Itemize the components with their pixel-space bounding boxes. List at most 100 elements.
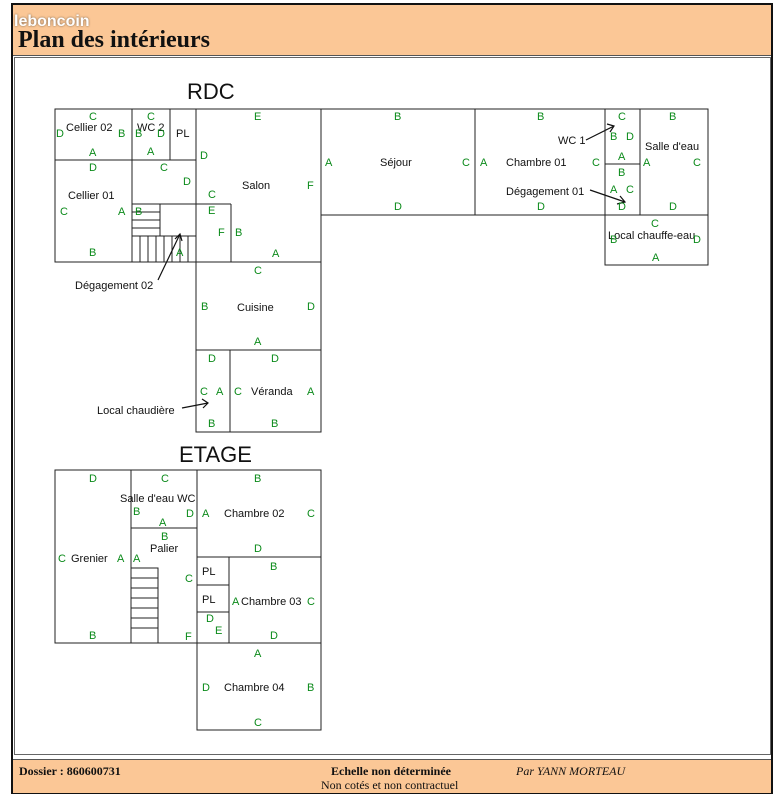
section-title-rdc: RDC bbox=[187, 79, 235, 104]
svg-text:D: D bbox=[537, 201, 545, 213]
svg-text:F: F bbox=[185, 631, 192, 643]
svg-text:A: A bbox=[618, 151, 626, 163]
room-cellier-01: Cellier 01 bbox=[68, 190, 114, 202]
svg-text:A: A bbox=[118, 206, 126, 218]
svg-text:B: B bbox=[135, 128, 142, 140]
svg-text:A: A bbox=[254, 336, 262, 348]
svg-text:D: D bbox=[89, 473, 97, 485]
svg-text:B: B bbox=[394, 111, 401, 123]
svg-text:C: C bbox=[208, 189, 216, 201]
svg-text:B: B bbox=[135, 206, 142, 218]
svg-text:A: A bbox=[133, 553, 141, 565]
room-chambre-02: Chambre 02 bbox=[224, 508, 285, 520]
svg-text:C: C bbox=[693, 157, 701, 169]
svg-text:A: A bbox=[232, 596, 240, 608]
svg-text:B: B bbox=[537, 111, 544, 123]
svg-text:D: D bbox=[271, 353, 279, 365]
svg-text:A: A bbox=[117, 553, 125, 565]
page-title: Plan des intérieurs bbox=[18, 27, 210, 53]
svg-text:B: B bbox=[133, 506, 140, 518]
room-degagement-02: Dégagement 02 bbox=[75, 280, 153, 292]
svg-text:C: C bbox=[651, 218, 659, 230]
room-wc-1: WC 1 bbox=[558, 135, 586, 147]
svg-text:B: B bbox=[610, 131, 617, 143]
svg-text:B: B bbox=[208, 418, 215, 430]
svg-text:B: B bbox=[89, 630, 96, 642]
svg-text:A: A bbox=[307, 386, 315, 398]
watermark: leboncoin bbox=[14, 13, 90, 30]
svg-text:D: D bbox=[157, 128, 165, 140]
svg-text:C: C bbox=[58, 553, 66, 565]
svg-text:C: C bbox=[160, 162, 168, 174]
svg-text:C: C bbox=[626, 184, 634, 196]
svg-text:C: C bbox=[161, 473, 169, 485]
dossier-label: Dossier : 860600731 bbox=[19, 764, 121, 778]
svg-text:D: D bbox=[254, 543, 262, 555]
room-salon: Salon bbox=[242, 180, 270, 192]
svg-text:D: D bbox=[200, 150, 208, 162]
svg-text:C: C bbox=[592, 157, 600, 169]
svg-text:B: B bbox=[201, 301, 208, 313]
svg-text:A: A bbox=[147, 146, 155, 158]
scale-note: Echelle non déterminée bbox=[331, 764, 451, 778]
room-pl-b: PL bbox=[202, 594, 215, 606]
svg-text:C: C bbox=[307, 596, 315, 608]
page-frame bbox=[11, 3, 773, 794]
rdc-pointer-arrows bbox=[157, 123, 627, 409]
room-salle-eau: Salle d'eau bbox=[645, 141, 699, 153]
room-chambre-01: Chambre 01 bbox=[506, 157, 567, 169]
svg-text:D: D bbox=[183, 176, 191, 188]
room-cellier-02: Cellier 02 bbox=[66, 122, 112, 134]
svg-text:B: B bbox=[271, 418, 278, 430]
svg-text:C: C bbox=[60, 206, 68, 218]
room-wc-2: WC 2 bbox=[137, 122, 165, 134]
svg-text:B: B bbox=[235, 227, 242, 239]
room-veranda: Véranda bbox=[251, 386, 293, 398]
svg-text:F: F bbox=[218, 227, 225, 239]
section-title-etage: ETAGE bbox=[179, 442, 252, 467]
room-cuisine: Cuisine bbox=[237, 302, 274, 314]
svg-text:C: C bbox=[307, 508, 315, 520]
svg-text:A: A bbox=[643, 157, 651, 169]
disclaimer-note: Non cotés et non contractuel bbox=[321, 778, 459, 792]
etage-staircase bbox=[130, 567, 159, 644]
svg-text:D: D bbox=[693, 234, 701, 246]
room-pl-rdc: PL bbox=[176, 128, 189, 140]
svg-text:A: A bbox=[325, 157, 333, 169]
room-chambre-03: Chambre 03 bbox=[241, 596, 302, 608]
rdc-staircase bbox=[131, 203, 197, 263]
svg-text:A: A bbox=[216, 386, 224, 398]
svg-text:E: E bbox=[208, 205, 215, 217]
svg-text:E: E bbox=[254, 111, 261, 123]
header-bar: Plan des intérieurs bbox=[13, 5, 771, 56]
svg-text:A: A bbox=[89, 147, 97, 159]
svg-text:B: B bbox=[618, 167, 625, 179]
svg-text:F: F bbox=[307, 180, 314, 192]
svg-text:C: C bbox=[200, 386, 208, 398]
svg-text:D: D bbox=[186, 508, 194, 520]
room-palier: Palier bbox=[150, 543, 178, 555]
svg-text:A: A bbox=[272, 248, 280, 260]
svg-text:D: D bbox=[206, 613, 214, 625]
svg-text:E: E bbox=[215, 625, 222, 637]
svg-text:D: D bbox=[626, 131, 634, 143]
svg-text:B: B bbox=[307, 682, 314, 694]
svg-text:C: C bbox=[254, 717, 262, 729]
svg-text:D: D bbox=[56, 128, 64, 140]
svg-text:B: B bbox=[118, 128, 125, 140]
svg-text:B: B bbox=[270, 561, 277, 573]
room-pl-a: PL bbox=[202, 566, 215, 578]
svg-text:C: C bbox=[147, 111, 155, 123]
room-local-chaudiere: Local chaudière bbox=[97, 405, 175, 417]
etage-wall-letters: D C A B C B D A B A C F B A C D B A C D … bbox=[58, 473, 315, 729]
rdc-walls bbox=[54, 108, 709, 433]
svg-text:A: A bbox=[176, 247, 184, 259]
svg-text:D: D bbox=[208, 353, 216, 365]
svg-text:B: B bbox=[161, 531, 168, 543]
plan-panel bbox=[14, 57, 771, 755]
svg-text:C: C bbox=[234, 386, 242, 398]
rdc-wall-letters: C D B A C B D A D C A B B C D D C E F B … bbox=[56, 111, 701, 430]
svg-text:A: A bbox=[480, 157, 488, 169]
room-grenier: Grenier bbox=[71, 553, 108, 565]
